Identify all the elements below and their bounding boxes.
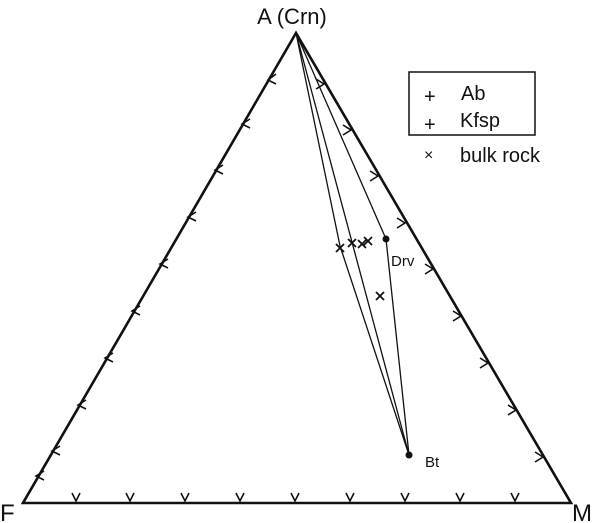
legend-symbol-bulk-rock: × <box>424 147 433 164</box>
legend-label-kfsp: Kfsp <box>460 110 500 132</box>
bulk-rock-point <box>363 236 373 246</box>
bulk-rock-points <box>335 236 385 301</box>
bt-label: Bt <box>425 454 440 471</box>
vertex-label-left: F <box>0 500 15 523</box>
right-ticks <box>315 78 545 463</box>
bt-point <box>405 451 413 459</box>
bulk-rock-point <box>375 291 385 301</box>
drv-label: Drv <box>391 253 415 270</box>
drv-point <box>382 235 390 243</box>
bottom-ticks <box>71 492 520 503</box>
legend: + Ab + Kfsp × bulk rock <box>408 71 541 167</box>
bulk-rock-point <box>335 243 345 253</box>
left-ticks <box>34 73 277 481</box>
vertex-label-top: A (Crn) <box>257 4 327 29</box>
legend-symbol-kfsp: + <box>424 114 436 136</box>
legend-symbol-ab: + <box>424 86 436 108</box>
bulk-rock-point <box>357 239 367 249</box>
vertex-label-right: M <box>572 500 592 523</box>
legend-label-bulk-rock: bulk rock <box>460 145 541 167</box>
bulk-rock-point <box>347 238 357 248</box>
ternary-triangle <box>20 30 574 505</box>
legend-box <box>408 71 536 136</box>
legend-label-ab: Ab <box>461 83 485 105</box>
